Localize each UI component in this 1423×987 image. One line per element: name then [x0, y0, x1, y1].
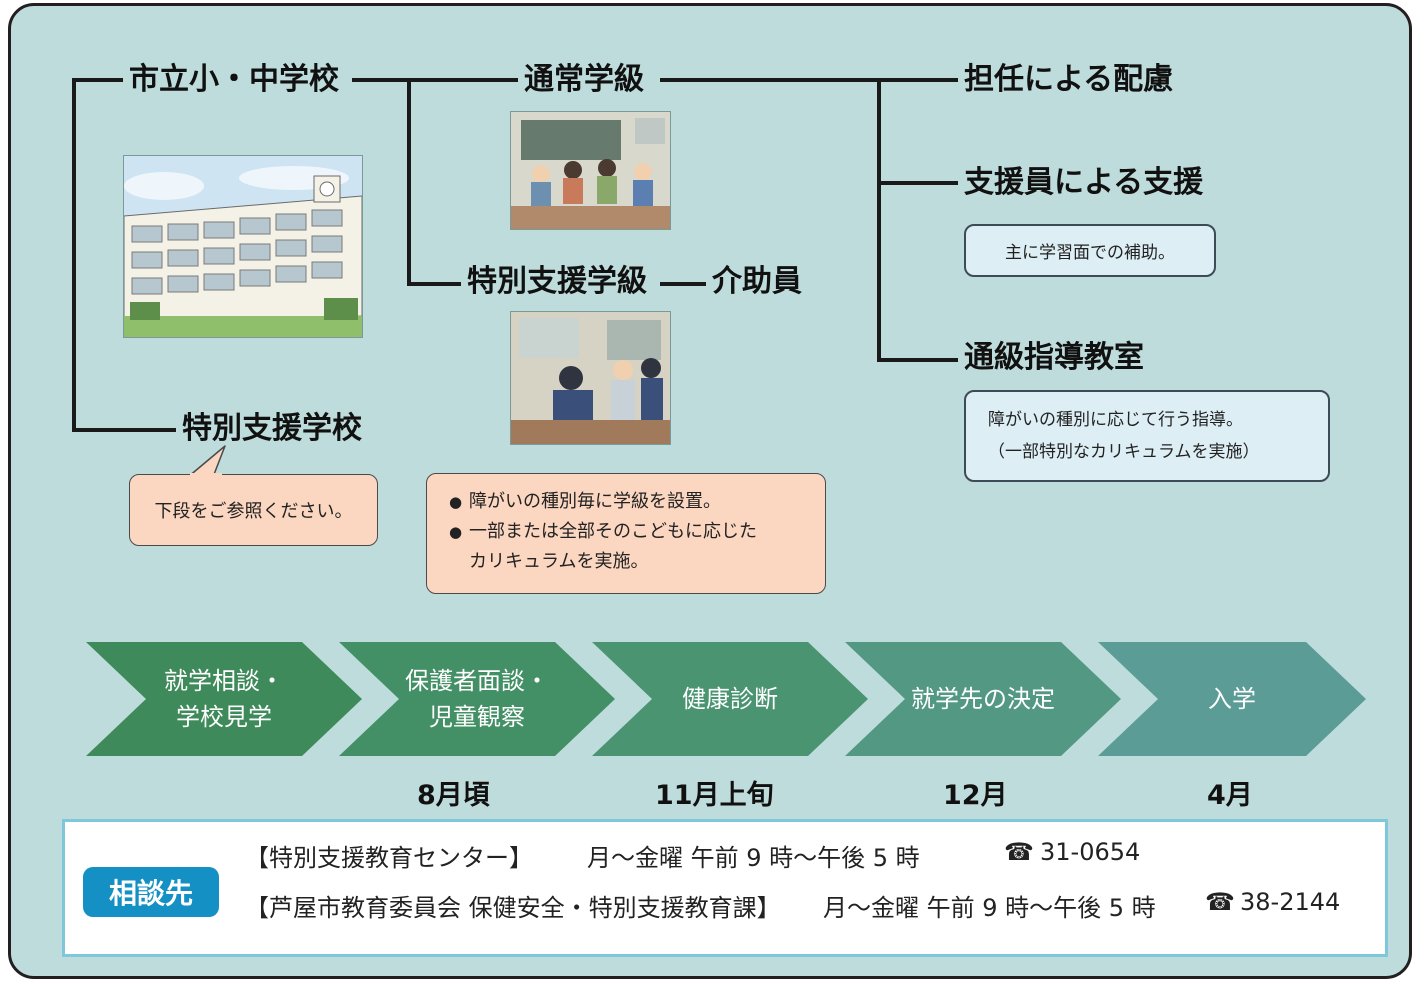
special-class-note-line-2: 一部または全部そのこどもに応じた — [449, 517, 825, 547]
node-resource-room: 通級指導教室 — [958, 340, 1150, 376]
line-regular-to-branch — [660, 78, 960, 82]
classroom-illustration — [510, 111, 671, 230]
step-1-line-2: 学校見学 — [176, 703, 272, 731]
step-3-arrow — [592, 642, 868, 756]
node-special-class: 特別支援学級 — [461, 264, 653, 300]
resource-room-note-line-1: 障がいの種別に応じて行う指導。 — [988, 410, 1243, 430]
special-class-note-line-3: カリキュラムを実施。 — [469, 551, 649, 572]
line-root-to-special-school — [72, 428, 182, 432]
line-right-vertical — [877, 78, 881, 362]
resource-room-note: 障がいの種別に応じて行う指導。 （一部特別なカリキュラムを実施） — [964, 390, 1330, 482]
step-2-line-2: 児童観察 — [429, 703, 525, 731]
line-root-vertical — [72, 78, 76, 432]
special-class-note: 障がいの種別毎に学級を設置。 一部または全部そのこどもに応じた カリキュラムを実… — [426, 473, 826, 594]
step-2-line-1: 保護者面談・ — [405, 667, 549, 695]
step-4-line-1: 就学先の決定 — [911, 685, 1055, 713]
supporter-note: 主に学習面での補助。 — [964, 224, 1216, 277]
node-school: 市立小・中学校 — [123, 62, 345, 98]
line-school-to-branch — [352, 78, 522, 82]
step-5: 入学 — [1098, 642, 1366, 756]
step-2-arrow — [339, 642, 615, 756]
contact-hours-1: 月～金曜 午前 9 時～午後 5 時 — [587, 844, 920, 872]
step-1-arrow — [86, 642, 362, 756]
line-to-supporter — [877, 181, 960, 185]
node-special-school: 特別支援学校 — [176, 411, 368, 447]
step-4-date: 12月 — [943, 780, 1008, 811]
special-school-note: 下段をご参照ください。 — [129, 474, 378, 546]
special-class-note-line-1: 障がいの種別毎に学級を設置。 — [449, 487, 825, 517]
step-4: 就学先の決定 — [845, 642, 1121, 756]
line-branch-vertical — [407, 78, 411, 286]
phone-icon: ☎ — [1205, 888, 1235, 916]
line-special-class-to-aide — [660, 282, 710, 286]
callout-seam — [190, 473, 222, 476]
resource-room-note-line-2: （一部特別なカリキュラムを実施） — [988, 442, 1260, 462]
node-regular-class: 通常学級 — [518, 62, 650, 98]
line-root-to-school — [72, 78, 132, 82]
step-3-line-1: 健康診断 — [682, 685, 778, 713]
step-5-line-1: 入学 — [1208, 685, 1256, 713]
contact-badge: 相談先 — [83, 867, 219, 917]
step-3-date: 11月上旬 — [655, 780, 774, 811]
step-3: 健康診断 — [592, 642, 868, 756]
node-homeroom: 担任による配慮 — [958, 62, 1180, 98]
line-branch-to-special-class — [407, 282, 467, 286]
phone-icon: ☎ — [1004, 838, 1034, 866]
contact-phone-1: 31-0654 — [1040, 838, 1141, 866]
contact-box: 相談先 【特別支援教育センター】 月～金曜 午前 9 時～午後 5 時 ☎ 31… — [62, 819, 1388, 957]
contact-org-1: 【特別支援教育センター】 — [245, 844, 533, 872]
step-1-line-1: 就学相談・ — [164, 667, 284, 695]
node-aide: 介助員 — [706, 264, 808, 300]
special-classroom-illustration — [510, 311, 671, 445]
supporter-note-text: 主に学習面での補助。 — [1005, 243, 1175, 263]
contact-hours-2: 月～金曜 午前 9 時～午後 5 時 — [823, 894, 1156, 922]
step-1: 就学相談・学校見学 — [86, 642, 362, 756]
line-to-resource-room — [877, 358, 960, 362]
step-5-arrow — [1098, 642, 1366, 756]
special-school-note-text: 下段をご参照ください。 — [154, 501, 353, 522]
node-supporter: 支援員による支援 — [958, 165, 1210, 201]
step-2: 保護者面談・児童観察 — [339, 642, 615, 756]
step-5-date: 4月 — [1207, 780, 1253, 811]
contact-phone-2: 38-2144 — [1240, 888, 1341, 916]
step-4-arrow — [845, 642, 1121, 756]
step-2-date: 8月頃 — [417, 780, 490, 811]
contact-org-2: 【芦屋市教育委員会 保健安全・特別支援教育課】 — [245, 894, 781, 922]
school-building-illustration — [123, 155, 363, 338]
